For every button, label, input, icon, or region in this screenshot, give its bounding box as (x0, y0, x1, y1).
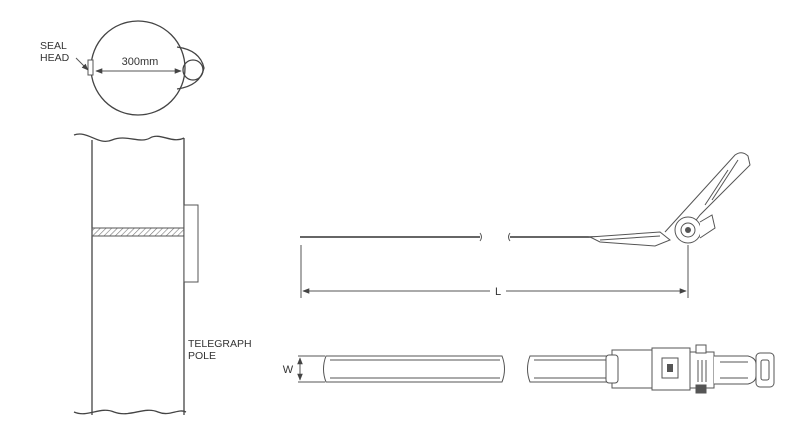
buckle-roller-bottom (695, 384, 707, 394)
eyelet-outline (176, 46, 205, 90)
length-label: L (495, 286, 501, 298)
seal-pivot-center (685, 227, 691, 233)
diameter-label: 300mm (122, 56, 159, 68)
strap-break-left (479, 232, 482, 242)
pole-top-break (73, 133, 185, 142)
seal-head-pointer (75, 57, 89, 71)
pole-bottom-break (73, 409, 187, 415)
strap-band (91, 227, 185, 237)
seal-side-view: L (300, 152, 751, 298)
body-plate-detail (599, 235, 661, 241)
buckle-roller-top (695, 344, 707, 354)
seal-clip (699, 214, 716, 239)
eyelet-circle (182, 59, 204, 81)
strap-segment-left (323, 355, 505, 383)
seal-head-label-line1: SEAL (40, 40, 67, 52)
seal-head-tab (87, 59, 94, 76)
seal-lever-arm (664, 152, 751, 233)
strap-segment-right (527, 355, 613, 383)
circle-top-view: 300mm SEAL HEAD (40, 20, 205, 116)
seal-body-plate (588, 231, 671, 247)
buckle-pin (667, 364, 673, 372)
pole-seal-head (183, 204, 199, 283)
telegraph-pole: TELEGRAPH POLE (73, 133, 252, 415)
pole-label-line2: POLE (188, 350, 216, 362)
strap-loop-circle (90, 20, 186, 116)
lever-inner-line-2 (711, 159, 739, 201)
buckle-body (611, 349, 653, 389)
width-label: W (283, 364, 294, 376)
buckle-handle-slot (760, 359, 770, 381)
seal-head-label-line2: HEAD (40, 52, 70, 64)
lever-inner-line (704, 169, 729, 206)
strap-break-right (508, 232, 511, 242)
buckle-lever (714, 355, 757, 385)
strap-top-view: W (283, 344, 775, 394)
pole-label-line1: TELEGRAPH (188, 338, 252, 350)
buckle-left-clip (605, 354, 619, 384)
